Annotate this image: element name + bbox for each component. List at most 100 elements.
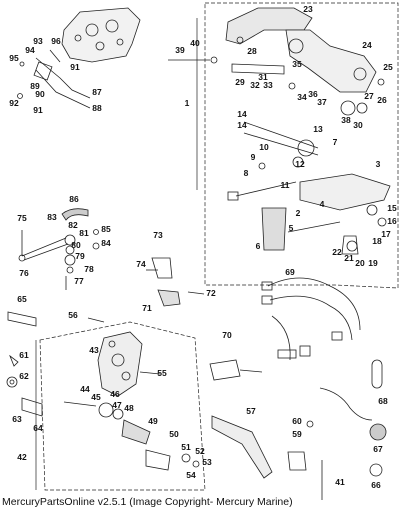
throttle-cam-part bbox=[87, 317, 161, 397]
part-number-47: 47 bbox=[112, 400, 122, 410]
part-number-51: 51 bbox=[181, 442, 191, 452]
part-number-92: 92 bbox=[9, 98, 19, 108]
lower-assembly-box bbox=[39, 321, 206, 491]
part-number-87: 87 bbox=[92, 87, 102, 97]
control-handle-part bbox=[168, 7, 385, 116]
part-number-84: 84 bbox=[101, 238, 111, 248]
bracket-part bbox=[146, 257, 205, 307]
part-number-91: 91 bbox=[33, 105, 43, 115]
copyright-text: (Image Copyright- Mercury Marine) bbox=[129, 496, 293, 508]
linkage-rods-part bbox=[17, 49, 91, 109]
part-number-3: 3 bbox=[376, 159, 381, 169]
part-number-25: 25 bbox=[383, 62, 393, 72]
part-number-16: 16 bbox=[387, 216, 397, 226]
part-number-41: 41 bbox=[335, 477, 345, 487]
part-number-15: 15 bbox=[387, 203, 397, 213]
part-number-13: 13 bbox=[313, 124, 323, 134]
part-number-33: 33 bbox=[263, 80, 273, 90]
part-number-26: 26 bbox=[377, 95, 387, 105]
part-number-95: 95 bbox=[9, 53, 19, 63]
part-number-54: 54 bbox=[186, 470, 196, 480]
part-number-65: 65 bbox=[17, 294, 27, 304]
part-number-74: 74 bbox=[136, 259, 146, 269]
part-number-90: 90 bbox=[35, 89, 45, 99]
part-number-14: 14 bbox=[237, 120, 247, 130]
part-number-53: 53 bbox=[202, 457, 212, 467]
part-number-27: 27 bbox=[364, 91, 374, 101]
part-number-6: 6 bbox=[256, 241, 261, 251]
cable-and-shaft-part bbox=[227, 121, 391, 255]
part-number-9: 9 bbox=[251, 152, 256, 162]
part-number-10: 10 bbox=[259, 142, 269, 152]
part-number-36: 36 bbox=[308, 89, 318, 99]
part-number-35: 35 bbox=[292, 59, 302, 69]
small-hardware-part bbox=[6, 311, 43, 417]
part-number-48: 48 bbox=[124, 403, 134, 413]
part-number-56: 56 bbox=[68, 310, 78, 320]
part-number-96: 96 bbox=[51, 36, 61, 46]
part-number-64: 64 bbox=[33, 423, 43, 433]
part-number-61: 61 bbox=[19, 350, 29, 360]
part-number-71: 71 bbox=[142, 303, 152, 313]
part-number-60: 60 bbox=[292, 416, 302, 426]
part-number-83: 83 bbox=[47, 212, 57, 222]
part-number-73: 73 bbox=[153, 230, 163, 240]
part-number-18: 18 bbox=[372, 236, 382, 246]
throttle-body-part bbox=[61, 7, 141, 63]
part-number-80: 80 bbox=[71, 240, 81, 250]
part-number-52: 52 bbox=[195, 446, 205, 456]
part-number-68: 68 bbox=[378, 396, 388, 406]
callout-layer: 1234567891011121314141516171819202122232… bbox=[9, 4, 397, 490]
part-number-17: 17 bbox=[381, 229, 391, 239]
part-number-28: 28 bbox=[247, 46, 257, 56]
part-number-38: 38 bbox=[341, 115, 351, 125]
part-number-12: 12 bbox=[295, 159, 305, 169]
gear-shaft-part bbox=[63, 359, 273, 479]
part-number-55: 55 bbox=[157, 368, 167, 378]
part-number-62: 62 bbox=[19, 371, 29, 381]
part-number-11: 11 bbox=[281, 180, 290, 190]
shift-link-part bbox=[18, 208, 100, 290]
part-number-20: 20 bbox=[355, 258, 365, 268]
part-number-81: 81 bbox=[79, 228, 89, 238]
part-number-37: 37 bbox=[317, 97, 327, 107]
part-number-91: 91 bbox=[70, 62, 80, 72]
part-number-43: 43 bbox=[89, 345, 99, 355]
part-number-34: 34 bbox=[297, 92, 307, 102]
part-number-76: 76 bbox=[19, 268, 29, 278]
part-number-49: 49 bbox=[148, 416, 158, 426]
part-number-2: 2 bbox=[296, 208, 301, 218]
part-number-86: 86 bbox=[69, 194, 79, 204]
part-number-50: 50 bbox=[169, 429, 179, 439]
part-number-94: 94 bbox=[25, 45, 35, 55]
part-number-32: 32 bbox=[250, 80, 260, 90]
part-number-75: 75 bbox=[17, 213, 27, 223]
part-number-4: 4 bbox=[320, 199, 325, 209]
part-number-46: 46 bbox=[110, 389, 120, 399]
part-number-89: 89 bbox=[30, 81, 40, 91]
part-number-1: 1 bbox=[185, 98, 190, 108]
footer-credit: MercuryPartsOnline v2.5.1 (Image Copyrig… bbox=[2, 496, 293, 508]
part-number-45: 45 bbox=[91, 392, 101, 402]
part-number-7: 7 bbox=[333, 137, 338, 147]
part-number-59: 59 bbox=[292, 429, 302, 439]
part-number-39: 39 bbox=[175, 45, 185, 55]
part-number-22: 22 bbox=[332, 247, 342, 257]
part-number-63: 63 bbox=[12, 414, 22, 424]
part-number-42: 42 bbox=[17, 452, 27, 462]
part-number-40: 40 bbox=[190, 38, 200, 48]
part-number-66: 66 bbox=[371, 480, 381, 490]
part-number-29: 29 bbox=[235, 77, 245, 87]
part-number-24: 24 bbox=[362, 40, 372, 50]
part-number-14: 14 bbox=[237, 109, 247, 119]
part-number-5: 5 bbox=[289, 223, 294, 233]
part-number-21: 21 bbox=[344, 253, 354, 263]
site-version-text: MercuryPartsOnline v2.5.1 bbox=[2, 496, 127, 508]
switch-key-part bbox=[287, 359, 387, 500]
part-number-69: 69 bbox=[285, 267, 295, 277]
part-number-85: 85 bbox=[101, 224, 111, 234]
part-number-79: 79 bbox=[75, 251, 85, 261]
part-number-77: 77 bbox=[74, 276, 84, 286]
part-number-72: 72 bbox=[206, 288, 216, 298]
